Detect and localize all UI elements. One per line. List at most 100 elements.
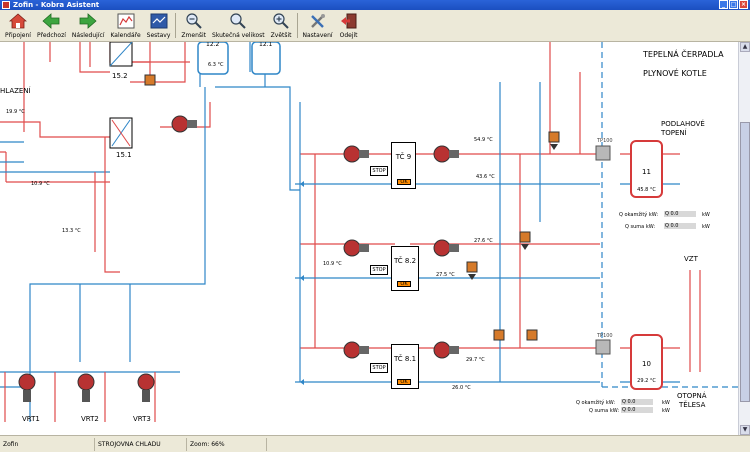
pump[interactable]: [137, 373, 155, 402]
scheme-canvas: TEPELNÁ ČERPADLA PLYNOVÉ KOTLE HLAZENÍ 1…: [0, 42, 738, 435]
maximize-button[interactable]: □: [729, 0, 738, 9]
stop-button-tc81[interactable]: STOP: [370, 363, 388, 373]
temp-reading: 27.6 °C: [474, 238, 493, 244]
reports-button[interactable]: Sestavy: [144, 10, 174, 41]
valve[interactable]: [526, 329, 538, 341]
label-vrt2: VRT2: [81, 415, 99, 423]
tank-12-2[interactable]: [197, 42, 229, 75]
pump[interactable]: [343, 145, 369, 163]
pump[interactable]: [433, 145, 459, 163]
scroll-thumb[interactable]: [740, 122, 750, 402]
temp-reading: 6.3 °C: [208, 62, 224, 68]
pipe-return: [199, 42, 266, 87]
label-radiators-2: TĚLESA: [679, 401, 706, 409]
exit-button[interactable]: Odejít: [336, 10, 362, 41]
vertical-scrollbar[interactable]: ▲ ▼: [738, 42, 750, 435]
label-radiators-1: OTOPNÁ: [677, 392, 707, 400]
heat-meter[interactable]: [595, 339, 611, 355]
pipe-supply: [0, 61, 211, 183]
temp-reading: 43.6 °C: [476, 174, 495, 180]
hx-15-1-label: 15.1: [116, 151, 132, 159]
tank-12-1[interactable]: [251, 42, 281, 75]
minimize-button[interactable]: _: [719, 0, 728, 9]
magnifier-icon: [228, 12, 248, 30]
status-ok-tc81: OK: [397, 379, 411, 385]
q-instant-value: Q 0.0: [664, 211, 696, 217]
window-controls: _ □ ×: [719, 0, 748, 9]
heat-pump-tc81[interactable]: TČ 8.1 OK: [391, 344, 419, 389]
heat-exchanger-15-1[interactable]: [109, 117, 133, 149]
report-chart-icon: [149, 12, 169, 30]
pump[interactable]: [171, 115, 197, 133]
temp-reading: 27.5 °C: [436, 272, 455, 278]
previous-button[interactable]: Předchozí: [34, 10, 69, 41]
pump[interactable]: [18, 373, 36, 402]
settings-button[interactable]: Nastavení: [300, 10, 336, 41]
q-sum-value: Q 0.0: [621, 407, 653, 413]
tp100-label: TP100: [597, 138, 613, 144]
q-sum-value: Q 0.0: [664, 223, 696, 229]
zoom-in-icon: [271, 12, 291, 30]
app-icon: [2, 1, 10, 9]
label-underfloor-1: PODLAHOVÉ: [661, 120, 705, 128]
heat-pump-tc82[interactable]: TČ 8.2 OK: [391, 246, 419, 291]
label-cooling: HLAZENÍ: [0, 87, 31, 95]
calendar-chart-icon: [116, 12, 136, 30]
valve[interactable]: [466, 261, 478, 280]
actual-size-button[interactable]: Skutečná velikost: [209, 10, 268, 41]
temp-reading: 29.7 °C: [466, 357, 485, 363]
connect-button[interactable]: Připojení: [2, 10, 34, 41]
status-ok-tc9: OK: [397, 179, 411, 185]
header-heat-pumps: TEPELNÁ ČERPADLA: [643, 50, 724, 59]
pipe-supply: [314, 42, 701, 372]
label-underfloor-2: TOPENÍ: [661, 129, 687, 137]
calendars-button[interactable]: Kalendáře: [107, 10, 143, 41]
stop-button-tc9[interactable]: STOP: [370, 166, 388, 176]
pump[interactable]: [343, 341, 369, 359]
status-section: STROJOVNA CHLADU: [95, 437, 187, 451]
status-zoom: Zoom: 66%: [187, 437, 267, 451]
unit-kw: kW: [702, 224, 710, 230]
tank-12-2-label: 12.2: [206, 42, 220, 48]
tank-11[interactable]: 11 45.8 °C: [630, 140, 663, 198]
tank-12-1-label: 12.1: [259, 42, 273, 48]
label-vrt3: VRT3: [133, 415, 151, 423]
temp-reading: 10.9 °C: [31, 181, 50, 187]
temp-reading: 54.9 °C: [474, 137, 493, 143]
next-button[interactable]: Následující: [69, 10, 108, 41]
stop-button-tc82[interactable]: STOP: [370, 265, 388, 275]
pump[interactable]: [433, 341, 459, 359]
valve[interactable]: [548, 131, 560, 150]
q-instant-label: Q okamžitý kW:: [619, 212, 659, 218]
valve[interactable]: [519, 231, 531, 250]
close-button[interactable]: ×: [739, 0, 748, 9]
valve[interactable]: [493, 329, 505, 341]
zoom-in-button[interactable]: Zvětšit: [268, 10, 295, 41]
zoom-out-button[interactable]: Zmenšit: [178, 10, 209, 41]
zoom-out-icon: [184, 12, 204, 30]
pump[interactable]: [343, 239, 369, 257]
pump[interactable]: [433, 239, 459, 257]
status-location: Zofin: [0, 437, 95, 451]
toolbar-separator: [175, 13, 177, 38]
unit-kw: kW: [662, 400, 670, 406]
label-vrt1: VRT1: [22, 415, 40, 423]
tank-10[interactable]: 10 29.2 °C: [630, 334, 663, 390]
heat-meter[interactable]: [595, 145, 611, 161]
home-icon: [8, 12, 28, 30]
q-instant-value: Q 0.0: [621, 399, 653, 405]
heat-pump-tc9[interactable]: TČ 9 OK: [391, 142, 416, 189]
pipe-supply: [23, 42, 186, 132]
valve[interactable]: [144, 74, 156, 86]
q-sum-label: Q suma kW:: [589, 408, 620, 414]
status-ok-tc82: OK: [397, 281, 411, 287]
heat-exchanger-15-2[interactable]: [109, 42, 133, 67]
title-bar: Zofin - Kobra Asistent _ □ ×: [0, 0, 750, 10]
temp-reading: 19.9 °C: [6, 109, 25, 115]
scroll-down-arrow[interactable]: ▼: [740, 425, 750, 435]
unit-kw: kW: [702, 212, 710, 218]
pump[interactable]: [77, 373, 95, 402]
hx-15-2-label: 15.2: [112, 72, 128, 80]
pipe-return: [29, 86, 300, 422]
scroll-up-arrow[interactable]: ▲: [740, 42, 750, 52]
